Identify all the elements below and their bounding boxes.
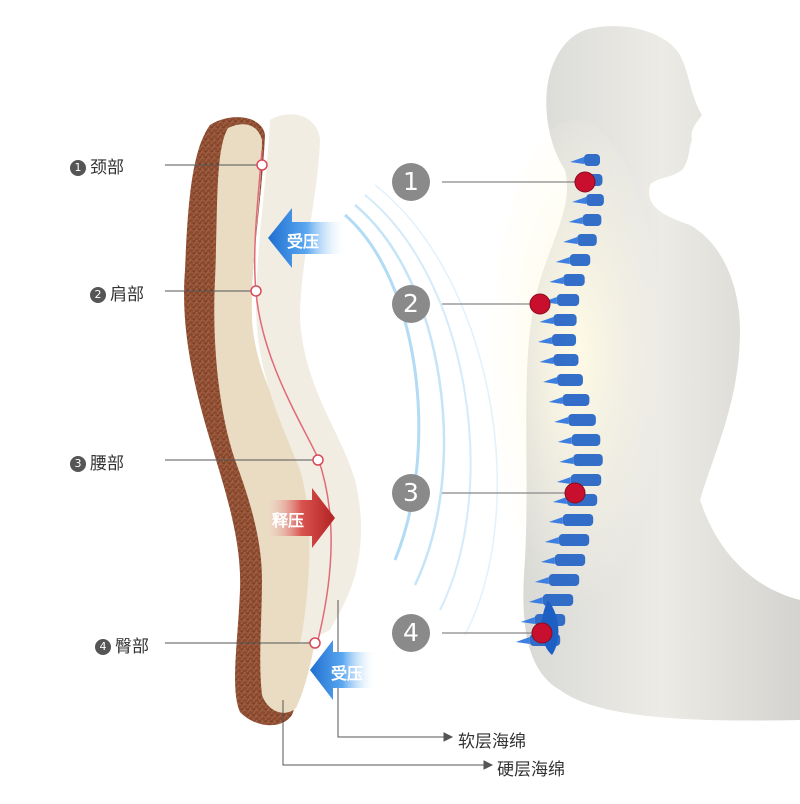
vertebra xyxy=(557,374,583,386)
vertebra-process xyxy=(540,557,555,564)
vertebra-process xyxy=(548,517,563,524)
spine-leader-lines xyxy=(442,181,585,634)
spine-markers xyxy=(529,171,596,644)
vertebra-process xyxy=(552,497,567,504)
vertebra-process xyxy=(568,217,583,224)
vertebra-process xyxy=(515,637,530,644)
vertebra xyxy=(584,154,600,166)
vertebra-process xyxy=(554,417,569,424)
vertebra xyxy=(553,354,579,366)
vertebra xyxy=(563,274,585,286)
label-text: 腰部 xyxy=(90,454,124,474)
vertebra-process xyxy=(539,317,554,324)
pillow-points xyxy=(250,159,324,649)
spine-marker-number-1: 1 xyxy=(392,163,430,201)
vertebra xyxy=(558,534,590,546)
vertebra xyxy=(548,574,580,586)
vertebra xyxy=(570,474,602,486)
vertebra xyxy=(554,554,586,566)
vertebra-process xyxy=(557,437,572,444)
release-arrow xyxy=(268,488,335,548)
pressure-arrow-bottom xyxy=(310,640,375,700)
pressure-bottom-label: 受压 xyxy=(331,664,364,683)
vertebra xyxy=(568,414,596,426)
soft-foam-label: 软层海绵 xyxy=(458,732,526,752)
label-text: 颈部 xyxy=(90,158,124,178)
vertebra-process xyxy=(559,457,574,464)
pressure-arrow-top xyxy=(268,208,345,268)
label-text: 臀部 xyxy=(115,637,149,657)
vertebra-process xyxy=(572,197,587,204)
vertebra xyxy=(562,514,594,526)
vertebra xyxy=(571,434,601,446)
release-label: 释压 xyxy=(272,511,305,530)
vertebra-process xyxy=(555,257,570,264)
vertebra xyxy=(553,314,577,326)
vertebra-process xyxy=(539,357,554,364)
vertebra xyxy=(582,214,602,226)
vertebra-process xyxy=(537,337,552,344)
spine-marker-number-3: 3 xyxy=(392,474,430,512)
soft-foam-layer xyxy=(214,124,326,713)
pillow-leader-lines xyxy=(165,164,494,770)
vertebra-process xyxy=(563,237,578,244)
contour-line xyxy=(253,149,332,641)
vertebra xyxy=(573,454,603,466)
vertebra-process xyxy=(544,537,559,544)
label-number: 1 xyxy=(70,160,86,176)
vertebra-process xyxy=(548,397,563,404)
vertebra xyxy=(551,334,577,346)
vertebra-process xyxy=(549,277,564,284)
vertebra xyxy=(556,294,580,306)
vertebra-process xyxy=(534,577,549,584)
vertebra xyxy=(569,254,591,266)
comfort-waves xyxy=(344,184,498,636)
vertebra xyxy=(562,394,590,406)
pressure-top-label: 受压 xyxy=(287,232,320,251)
vertebra-process xyxy=(543,377,558,384)
body-silhouette xyxy=(485,26,800,721)
label-number: 3 xyxy=(70,456,86,472)
label-number: 2 xyxy=(90,287,106,303)
vertebra xyxy=(586,194,604,206)
vertebra-process xyxy=(556,477,571,484)
vertebra-process xyxy=(570,157,584,164)
vertebra-process xyxy=(528,597,543,604)
label-number: 4 xyxy=(95,639,111,655)
label-text: 肩部 xyxy=(110,285,144,305)
vertebra xyxy=(577,234,597,246)
vertebra xyxy=(542,594,574,606)
vertebra-process xyxy=(520,617,535,624)
hard-foam-label: 硬层海绵 xyxy=(497,760,565,780)
spine-marker-number-2: 2 xyxy=(392,285,430,323)
spine-marker-number-4: 4 xyxy=(392,614,430,652)
